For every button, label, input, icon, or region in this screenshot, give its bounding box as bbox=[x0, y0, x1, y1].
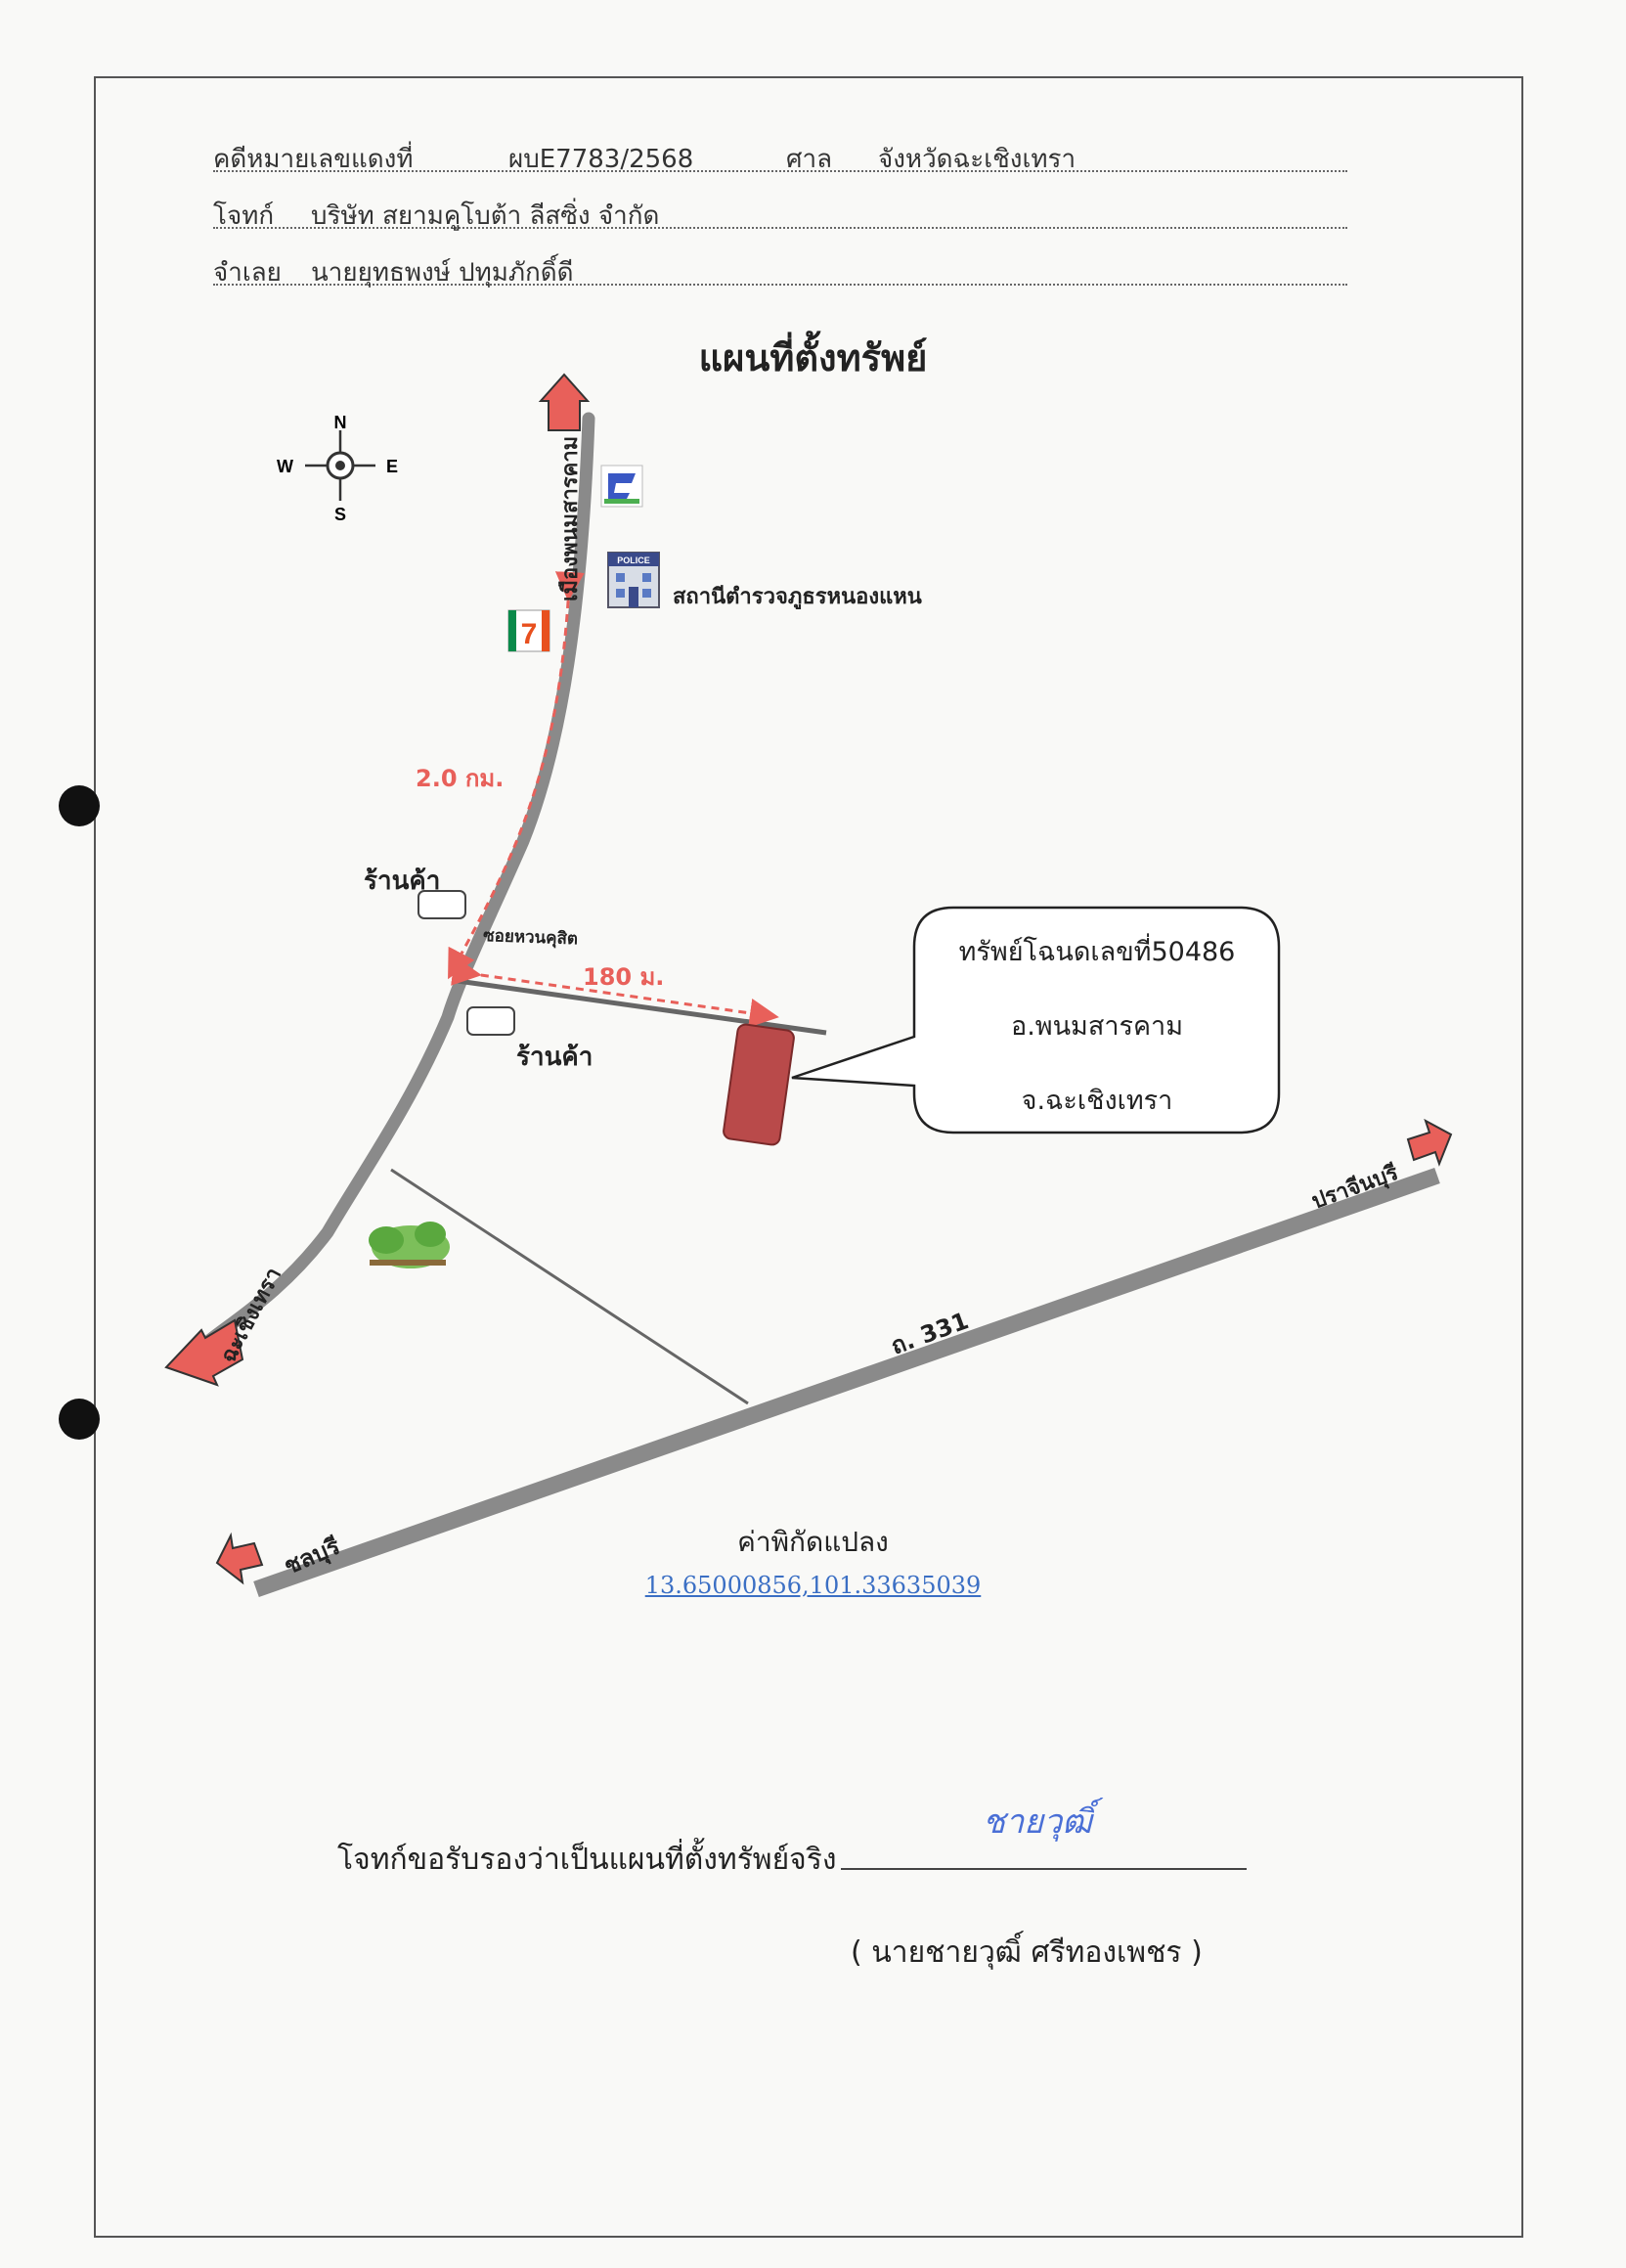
compass-n: N bbox=[334, 413, 347, 432]
police-badge-text: POLICE bbox=[617, 556, 650, 565]
distance-main-label: 2.0 กม. bbox=[416, 765, 505, 792]
coordinates-link[interactable]: 13.65000856,101.33635039 bbox=[644, 1572, 982, 1599]
callout-bubble bbox=[791, 906, 1281, 1134]
property-parcel bbox=[723, 1023, 795, 1146]
signature: ชายวุฒิ์ bbox=[983, 1795, 1092, 1847]
compass-e: E bbox=[386, 457, 398, 476]
header-case-row: คดีหมายเลขแดงที่ ผบE7783/2568 ศาล จังหวั… bbox=[213, 137, 1347, 176]
shop-box-1 bbox=[417, 890, 466, 919]
signer-name: ( นายชายวุฒิ์ ศรีทองเพชร ) bbox=[851, 1935, 1203, 1970]
seven-eleven-icon: 7 bbox=[507, 609, 550, 652]
header-plaintiff-row: โจทก์ บริษัท สยามคูโบต้า ลีสซิ่ง จำกัด bbox=[213, 194, 1347, 233]
signature-line bbox=[841, 1868, 1247, 1870]
arrow-prachinburi bbox=[1406, 1118, 1453, 1167]
callout-line3: จ.ฉะเชิงเทรา bbox=[1022, 1086, 1173, 1116]
arrow-chonburi bbox=[215, 1532, 264, 1585]
soi-label: ซอยหวนคุสิต bbox=[483, 926, 579, 949]
shop-box-2 bbox=[466, 1006, 515, 1036]
road-label-chachoengsao: ฉะเชิงเทรา bbox=[216, 1264, 286, 1366]
highway-331 bbox=[253, 1167, 1440, 1598]
case-number: ผบE7783/2568 bbox=[508, 145, 694, 174]
court-label: ศาล bbox=[786, 145, 833, 174]
compass-rose: N S W E bbox=[277, 413, 398, 524]
compass-w: W bbox=[277, 457, 293, 476]
defendant-label: จำเลย bbox=[213, 258, 282, 288]
defendant-name: นายยุทธพงษ์ ปทุมภักดิ์ดี bbox=[311, 258, 574, 288]
distance-line-main bbox=[448, 571, 585, 980]
police-station-label: สถานีตำรวจภูธรหนองแหน bbox=[673, 585, 922, 609]
gas-station-icon bbox=[600, 465, 643, 508]
compass-s: S bbox=[334, 505, 346, 524]
distance-soi-label: 180 ม. bbox=[583, 963, 665, 991]
punch-hole-bottom bbox=[59, 1399, 100, 1440]
certification-statement: โจทก์ขอรับรองว่าเป็นแผนที่ตั้งทรัพย์จริง bbox=[337, 1843, 837, 1877]
seven-eleven-text: 7 bbox=[521, 618, 538, 650]
park-icon bbox=[369, 1222, 450, 1268]
signature-text: ชายวุฒิ์ bbox=[983, 1802, 1092, 1842]
plaintiff-name: บริษัท สยามคูโบต้า ลีสซิ่ง จำกัด bbox=[311, 201, 660, 231]
page-border bbox=[94, 76, 1523, 2238]
shop-label-1: ร้านค้า bbox=[364, 867, 441, 896]
plaintiff-label: โจทก์ bbox=[213, 201, 275, 231]
branch-road-diagonal bbox=[390, 1168, 749, 1405]
callout-line2: อ.พนมสารคาม bbox=[1011, 1011, 1183, 1042]
arrow-north bbox=[538, 373, 591, 431]
callout-line1: ทรัพย์โฉนดเลขที่50486 bbox=[959, 933, 1236, 967]
page-title: แผนที่ตั้งทรัพย์ bbox=[698, 336, 928, 379]
distance-line-soi bbox=[451, 956, 779, 1028]
police-station-icon: POLICE bbox=[607, 552, 660, 608]
coordinates-label: ค่าพิกัดแปลง bbox=[737, 1526, 889, 1558]
road-label-north: เมืองพนมสารคาม bbox=[558, 436, 583, 601]
arrow-chachoengsao bbox=[164, 1318, 244, 1387]
shop-label-2: ร้านค้า bbox=[516, 1043, 593, 1072]
header-defendant-row: จำเลย นายยุทธพงษ์ ปทุมภักดิ์ดี bbox=[213, 250, 1347, 289]
court-name: จังหวัดฉะเชิงเทรา bbox=[878, 145, 1077, 174]
case-label: คดีหมายเลขแดงที่ bbox=[213, 145, 414, 174]
punch-hole-top bbox=[59, 785, 100, 826]
